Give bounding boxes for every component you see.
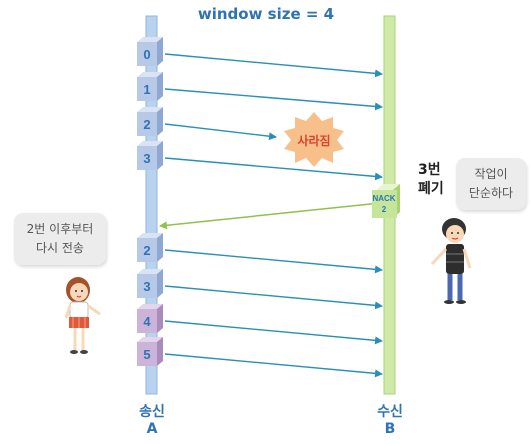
packet-box <box>137 274 157 298</box>
packet-0: 0 <box>137 37 383 78</box>
packet-top-face <box>137 141 163 146</box>
packet-side-face <box>157 233 163 262</box>
packet-box <box>137 77 157 101</box>
packet-2: 2 <box>137 107 277 141</box>
receiver-id: B <box>384 421 396 437</box>
sender-label: 송신 A <box>128 404 176 438</box>
packet-top-face <box>137 269 163 274</box>
sender-id: A <box>146 421 158 437</box>
packet-arrow <box>164 157 383 181</box>
nack-box: NACK 2 <box>372 184 400 218</box>
packet-top-face <box>137 233 163 238</box>
packet-label: 1 <box>143 82 150 97</box>
packet-side-face <box>157 269 163 298</box>
packet-arrow <box>164 353 383 378</box>
packet-label: 0 <box>143 47 150 62</box>
discard-line-2: 폐기 <box>418 181 444 197</box>
lost-label: 사라짐 <box>297 133 330 148</box>
packet-arrow <box>164 53 383 78</box>
packet-label: 4 <box>143 314 151 329</box>
packet-label: 2 <box>143 243 150 258</box>
packet-top-face <box>137 304 163 309</box>
packet-top-face <box>137 72 163 77</box>
sender-speech-bubble: 2번 이후부터 다시 전송 <box>14 213 106 265</box>
packet-3: 3 <box>137 141 383 181</box>
lost-burst: 사라짐 <box>284 112 344 167</box>
packet-top-face <box>137 37 163 42</box>
receiver-bubble-line-1: 작업이 <box>474 167 508 181</box>
packet-box <box>137 42 157 66</box>
packet-label: 3 <box>143 151 150 166</box>
nack-label: NACK <box>372 194 395 203</box>
diagram-title: window size = 4 <box>197 5 335 23</box>
nack-arrow <box>159 202 381 230</box>
packet-arrow <box>164 285 383 310</box>
packet-top-face <box>137 337 163 342</box>
packet-label: 5 <box>143 347 150 362</box>
packet-box <box>137 238 157 262</box>
packet-side-face <box>157 304 163 333</box>
sender-name: 송신 <box>139 404 165 420</box>
sender-bubble-line-1: 2번 이후부터 <box>26 222 94 236</box>
packet-side-face <box>157 107 163 136</box>
packet-side-face <box>157 141 163 170</box>
packet-side-face <box>157 37 163 66</box>
sender-timeline <box>145 15 158 395</box>
discard-note: 3번 폐기 <box>418 161 444 199</box>
packet-side-face <box>157 72 163 101</box>
packet-arrow <box>164 249 383 274</box>
packet-1: 1 <box>137 72 383 111</box>
packet-arrow <box>164 88 383 111</box>
packet-box <box>137 146 157 170</box>
packet-box <box>137 309 157 333</box>
packet-7: 5 <box>137 337 383 378</box>
receiver-person-illustration <box>430 218 472 304</box>
packet-arrow <box>164 320 383 345</box>
nack-number: 2 <box>382 205 387 214</box>
packet-top-face <box>137 107 163 112</box>
sender-person-illustration <box>64 277 101 354</box>
packet-label: 3 <box>143 279 150 294</box>
packet-5: 3 <box>137 269 383 310</box>
packet-box <box>137 112 157 136</box>
packet-4: 2 <box>137 233 383 274</box>
receiver-bubble-line-2: 단순하다 <box>468 186 514 200</box>
receiver-label: 수신 B <box>366 404 414 438</box>
packet-side-face <box>157 337 163 366</box>
packet-label: 2 <box>143 117 150 132</box>
sender-bubble-line-2: 다시 전송 <box>36 241 84 255</box>
packet-6: 4 <box>137 304 383 345</box>
receiver-speech-bubble: 작업이 단순하다 <box>456 158 526 210</box>
lost-packet-arrow <box>164 123 277 141</box>
packet-box <box>137 342 157 366</box>
receiver-name: 수신 <box>377 404 403 420</box>
discard-line-1: 3번 <box>418 162 441 178</box>
